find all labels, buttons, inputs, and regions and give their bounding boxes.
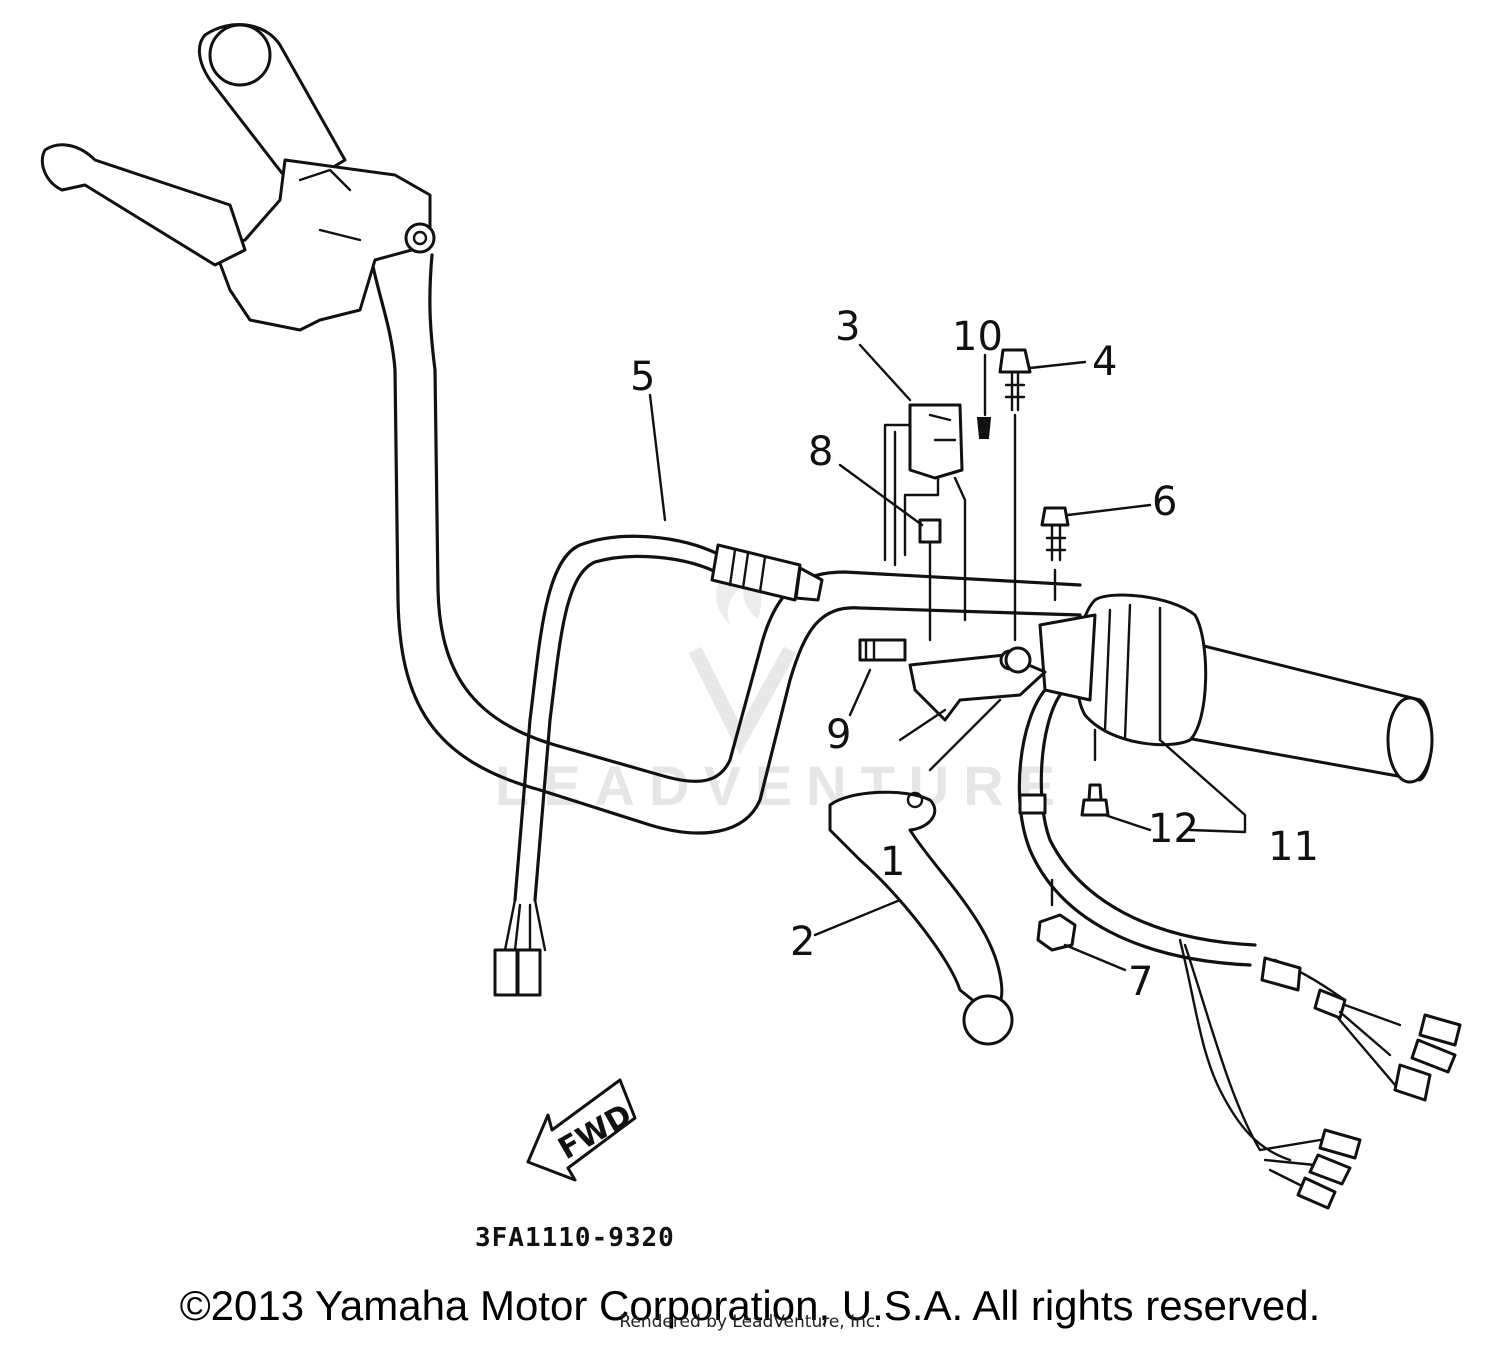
leader-lines xyxy=(648,343,1247,972)
callout-2: 2 xyxy=(790,919,815,965)
callout-11: 11 xyxy=(1268,824,1319,870)
switch-harness xyxy=(1017,688,1462,1210)
rendered-by-notice: Rendered by LeadVenture, Inc. xyxy=(619,1312,881,1332)
copyright-notice: ©2013 Yamaha Motor Corporation, U.S.A. A… xyxy=(179,1282,1321,1329)
brake-lever-assembly xyxy=(828,649,1047,1046)
left-grip-assembly xyxy=(40,23,436,332)
forward-arrow: FWD xyxy=(526,1078,638,1182)
callout-10: 10 xyxy=(952,314,1003,360)
callouts: 1 2 3 4 5 6 7 8 9 10 11 12 xyxy=(630,304,1319,1005)
part-code: 3FA1110-9320 xyxy=(475,1223,675,1253)
brake-cable xyxy=(493,534,824,997)
watermark-text: LEADVENTURE xyxy=(495,754,1069,817)
callout-4: 4 xyxy=(1092,339,1117,385)
right-grip-assembly xyxy=(1038,593,1434,784)
callout-1: 1 xyxy=(880,839,905,885)
callout-9: 9 xyxy=(826,712,851,758)
callout-3: 3 xyxy=(835,304,860,350)
callout-6: 6 xyxy=(1152,479,1177,525)
callout-8: 8 xyxy=(808,429,833,475)
brake-switch-parts xyxy=(858,348,1110,952)
callout-5: 5 xyxy=(630,354,655,400)
callout-7: 7 xyxy=(1128,959,1153,1005)
callout-12: 12 xyxy=(1148,806,1199,852)
